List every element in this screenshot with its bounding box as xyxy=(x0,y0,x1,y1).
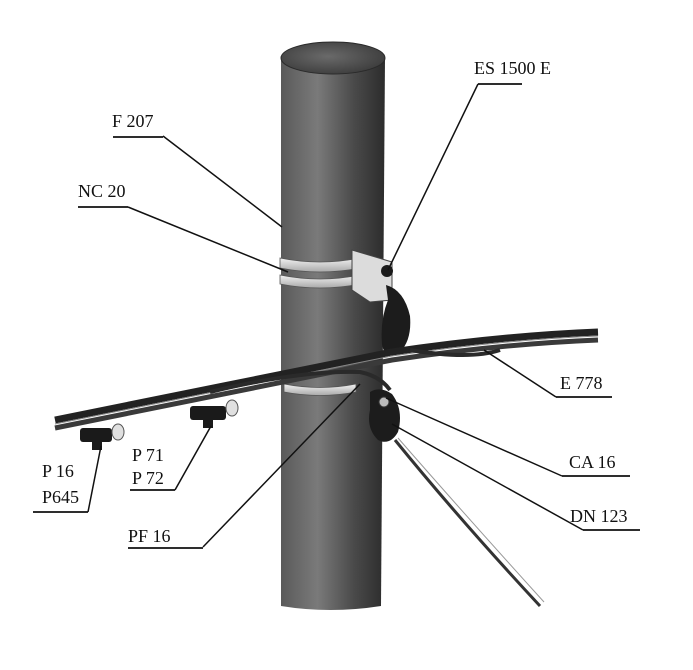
pole xyxy=(280,41,386,610)
suspension-bracket xyxy=(351,249,411,355)
label-f207: F 207 xyxy=(112,111,154,131)
label-p16: P 16 xyxy=(42,461,74,481)
label-es1500e: ES 1500 E xyxy=(474,58,551,78)
label-pf16: PF 16 xyxy=(128,526,171,546)
leader-lines xyxy=(87,83,584,548)
label-p72: P 72 xyxy=(132,468,164,488)
connector-p71 xyxy=(190,399,239,428)
label-ca16: CA 16 xyxy=(569,452,616,472)
label-e778: E 778 xyxy=(560,373,603,393)
label-underlines xyxy=(33,83,640,549)
label-p71: P 71 xyxy=(132,445,164,465)
label-p645: P645 xyxy=(42,487,79,507)
connector-p16 xyxy=(80,423,125,450)
drop-cable xyxy=(393,437,545,608)
aerial-bundled-cable xyxy=(54,328,599,431)
label-nc20: NC 20 xyxy=(78,181,126,201)
pole-band-lower xyxy=(283,383,357,396)
label-dn123: DN 123 xyxy=(570,506,628,526)
anchoring-clamp xyxy=(369,389,400,442)
pole-band-upper xyxy=(279,257,361,289)
